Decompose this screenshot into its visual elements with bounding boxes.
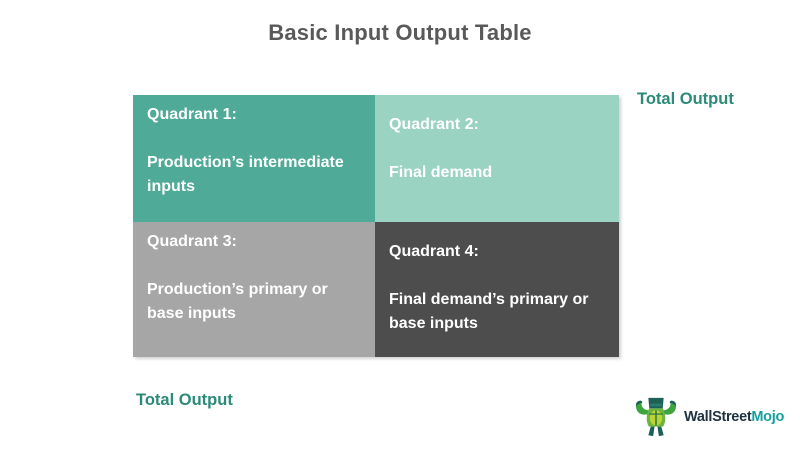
- quadrant-3-heading: Quadrant 3:: [147, 233, 237, 250]
- quadrant-4-heading: Quadrant 4:: [389, 243, 479, 260]
- quadrant-1-body: Production’s intermediate inputs: [147, 154, 344, 195]
- quadrant-2-body: Final demand: [389, 164, 493, 181]
- quadrant-4-cell: Quadrant 4: Final demand’s primary or ba…: [375, 222, 619, 357]
- input-output-table: Quadrant 1: Production’s intermediate in…: [133, 95, 619, 357]
- bull-mascot-icon: [633, 394, 679, 440]
- quadrant-2-heading: Quadrant 2:: [389, 116, 479, 133]
- logo-text: WallStreetMojo: [684, 409, 784, 425]
- logo-text-mojo: Mojo: [751, 409, 784, 425]
- logo-text-wallstreet: WallStreet: [684, 409, 752, 425]
- quadrant-4-body: Final demand’s primary or base inputs: [389, 291, 589, 332]
- page-title: Basic Input Output Table: [268, 20, 532, 45]
- total-output-label-top: Total Output: [637, 90, 734, 108]
- quadrant-3-body: Production’s primary or base inputs: [147, 281, 328, 322]
- quadrant-2-cell: Quadrant 2: Final demand: [375, 95, 619, 222]
- total-output-label-bottom: Total Output: [136, 391, 233, 409]
- quadrant-1-cell: Quadrant 1: Production’s intermediate in…: [133, 95, 375, 222]
- quadrant-3-cell: Quadrant 3: Production’s primary or base…: [133, 222, 375, 357]
- quadrant-1-heading: Quadrant 1:: [147, 106, 237, 123]
- wallstreetmojo-logo: WallStreetMojo: [633, 394, 784, 440]
